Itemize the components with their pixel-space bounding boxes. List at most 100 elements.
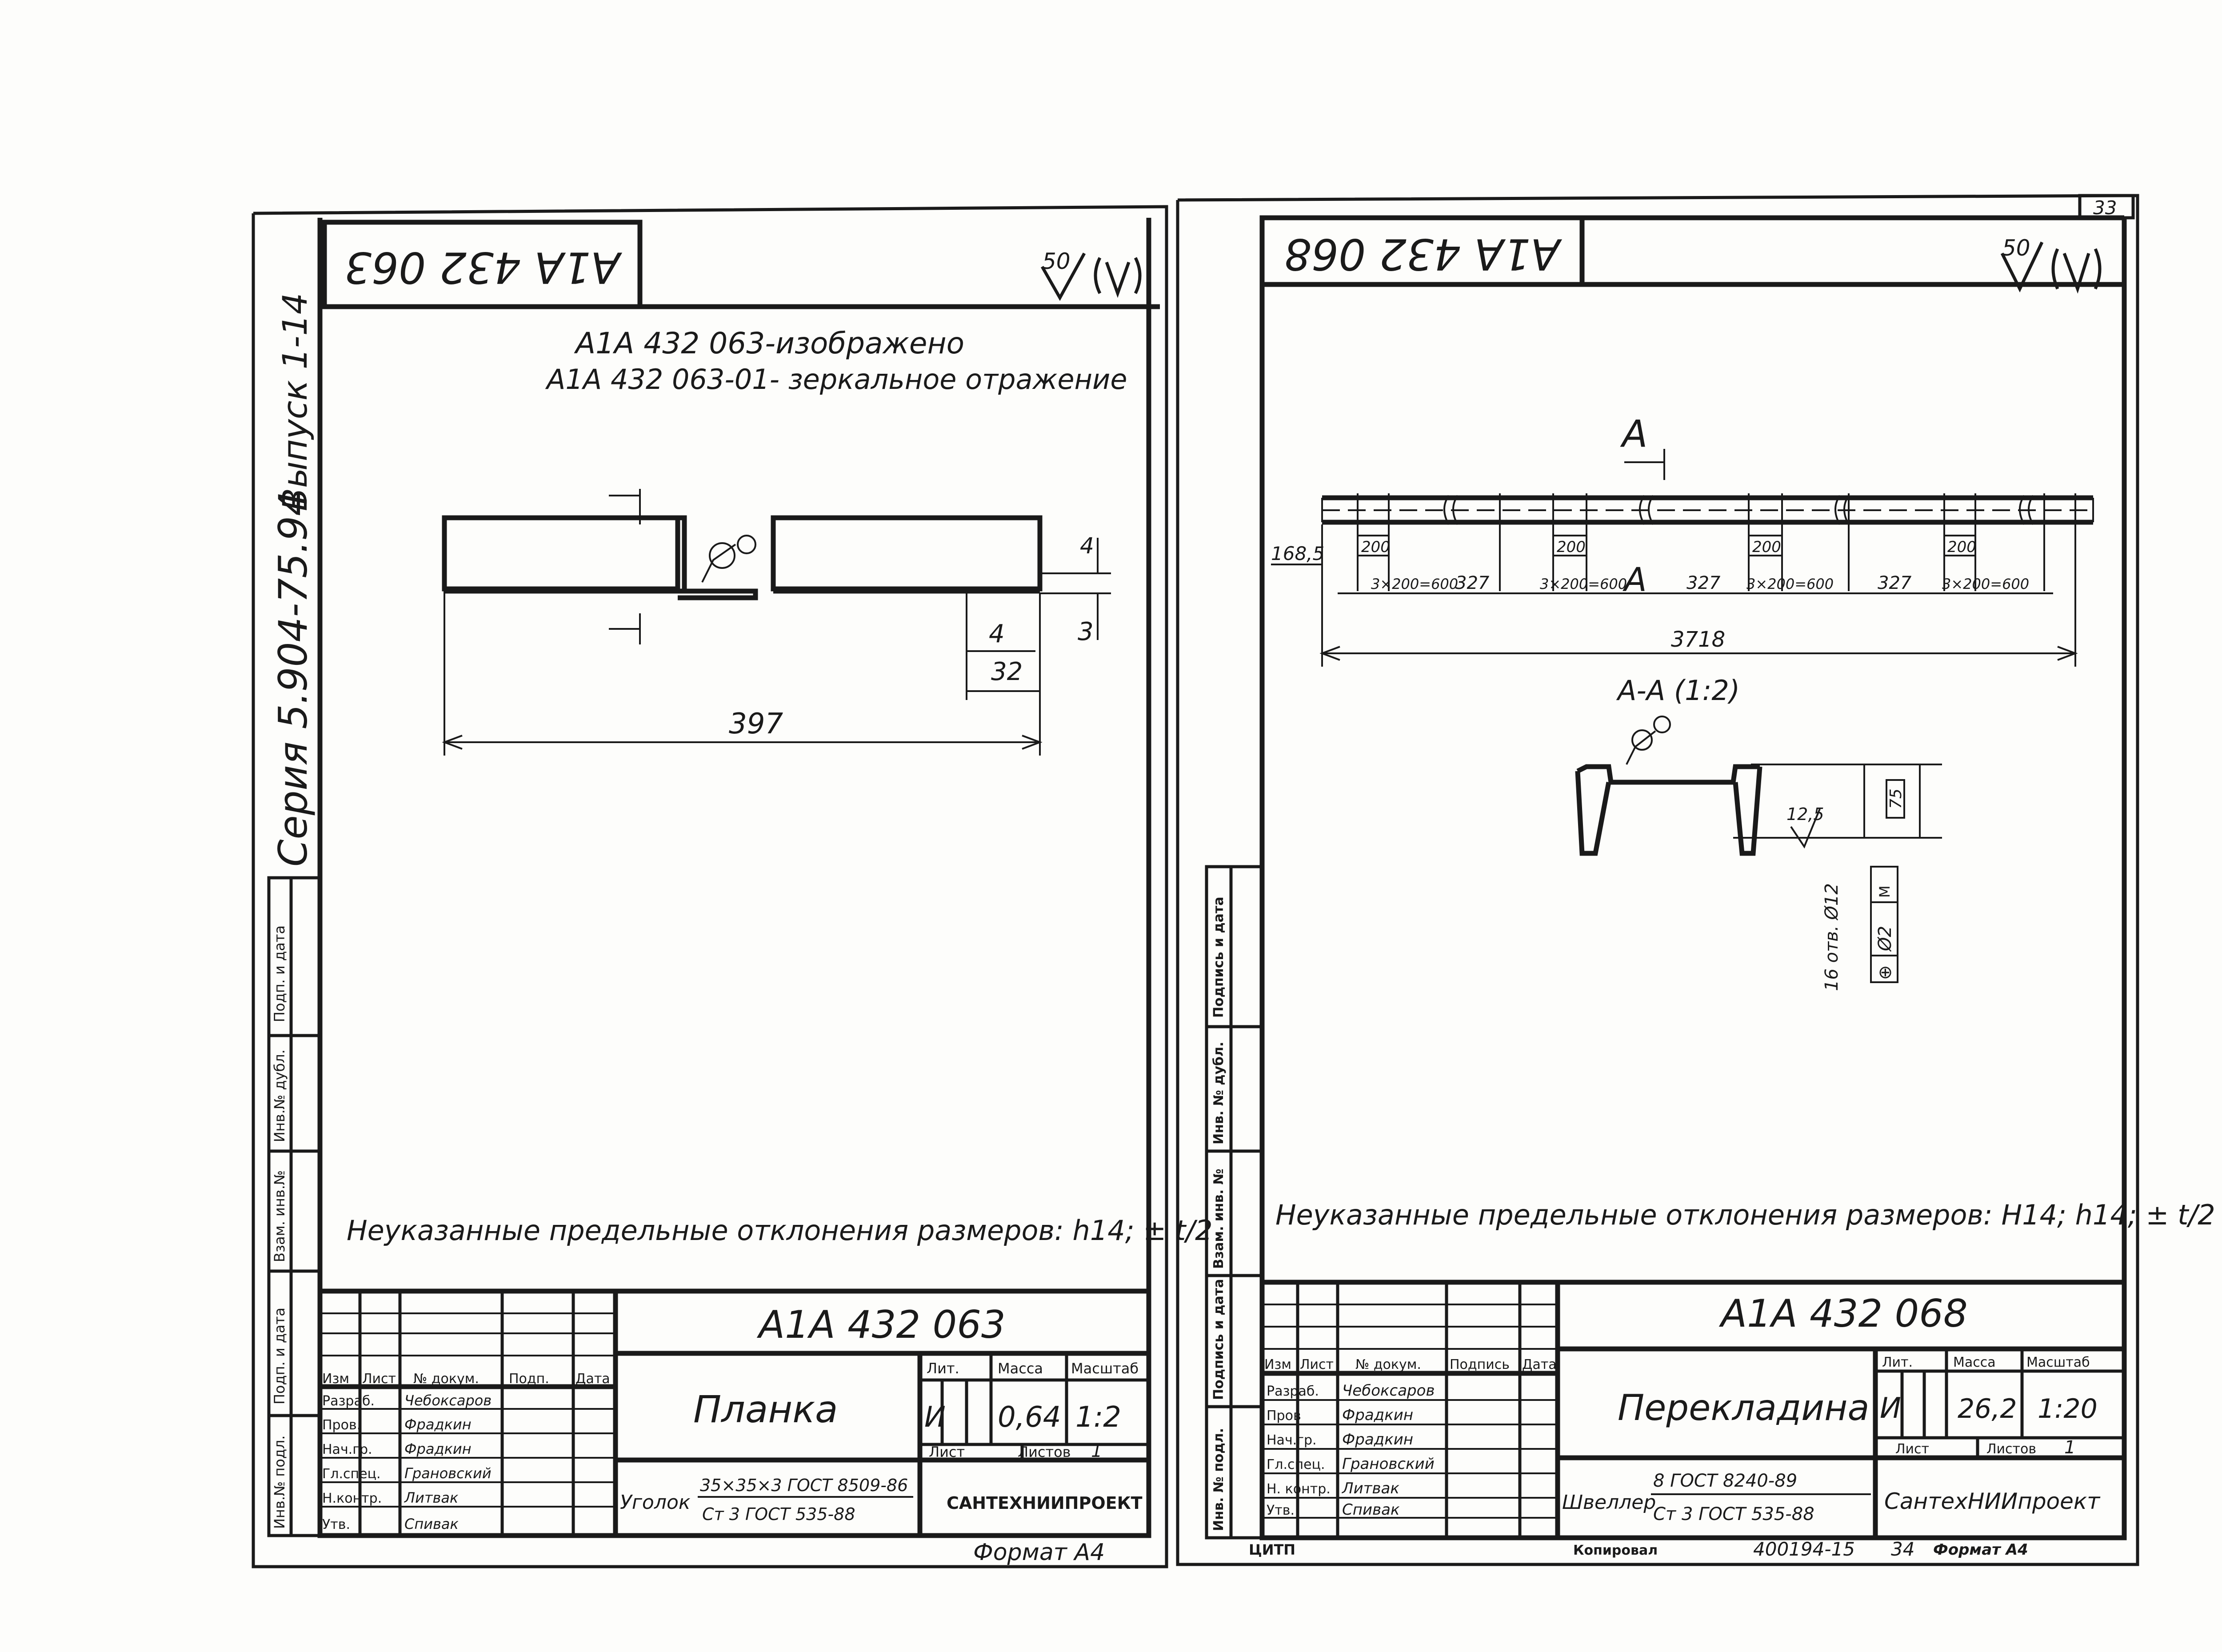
right-spacing-dims: 3×200=600 327 3×200=600 А 327 3×200=600 … <box>1371 561 2029 599</box>
svg-text:Листов: Листов <box>1986 1441 2036 1457</box>
svg-text:Гл.спец.: Гл.спец. <box>1267 1457 1325 1472</box>
svg-text:И: И <box>1880 1392 1901 1425</box>
svg-text:327: 327 <box>1455 573 1490 593</box>
svg-text:50: 50 <box>2002 235 2030 261</box>
left-tolerance-note: Неуказанные предельные отклонения размер… <box>347 1214 1213 1247</box>
left-dim-c: 3 <box>1078 617 1094 646</box>
svg-text:3×200=600: 3×200=600 <box>1746 576 1834 592</box>
svg-text:Пров.: Пров. <box>322 1417 361 1433</box>
svg-text:Грановский: Грановский <box>404 1465 492 1482</box>
left-part-drawing: 4 4 3 32 397 <box>442 489 1111 756</box>
svg-text:16 отв. Ø12: 16 отв. Ø12 <box>1822 883 1842 991</box>
svg-text:Спивак: Спивак <box>404 1516 459 1532</box>
svg-text:Фрадкин: Фрадкин <box>404 1440 472 1457</box>
svg-text:327: 327 <box>1686 573 1721 593</box>
svg-text:ЦИТП: ЦИТП <box>1249 1541 1295 1558</box>
svg-text:1:2: 1:2 <box>1075 1401 1121 1434</box>
svg-text:3×200=600: 3×200=600 <box>1371 576 1458 592</box>
svg-text:Пров: Пров <box>1267 1408 1301 1424</box>
right-stamp: А1А 432 068 <box>1284 229 1563 279</box>
svg-text:Подпись и дата: Подпись и дата <box>1211 897 1227 1018</box>
right-tolerance-note: Неуказанные предельные отклонения размер… <box>1275 1199 2215 1231</box>
left-format: Формат А4 <box>973 1539 1105 1566</box>
svg-text:Н.контр.: Н.контр. <box>322 1491 382 1506</box>
issue-code: Выпуск 1-14 <box>275 293 315 511</box>
left-org: САНТЕХНИИПРОЕКТ <box>947 1493 1143 1513</box>
svg-text:50: 50 <box>1042 248 1071 274</box>
svg-text:400194-15: 400194-15 <box>1753 1538 1855 1560</box>
svg-text:Масштаб: Масштаб <box>1071 1360 1139 1377</box>
svg-text:Литвак: Литвак <box>404 1489 459 1506</box>
svg-text:Нач.гр.: Нач.гр. <box>1267 1432 1317 1448</box>
svg-text:Спивак: Спивак <box>1342 1501 1400 1519</box>
svg-text:Инв. № дубл.: Инв. № дубл. <box>1211 1042 1227 1144</box>
svg-text:Литвак: Литвак <box>1341 1480 1399 1497</box>
svg-text:Ст 3 ГОСТ 535-88: Ст 3 ГОСТ 535-88 <box>702 1504 855 1524</box>
svg-text:⊕: ⊕ <box>1875 965 1895 980</box>
left-sheet: А1А 432 063 50 А1А 432 063-изображено А1… <box>252 205 1213 1568</box>
right-title-name: Перекладина <box>1618 1387 1869 1428</box>
svg-text:3×200=600: 3×200=600 <box>1540 576 1627 592</box>
left-dim-total: 397 <box>729 708 783 740</box>
svg-text:№ докум.: № докум. <box>1355 1357 1421 1372</box>
right-footer: ЦИТП Копировал 400194-15 34 Формат А4 <box>1249 1538 2028 1560</box>
svg-text:Фрадкин: Фрадкин <box>1342 1431 1413 1448</box>
svg-text:Н. контр.: Н. контр. <box>1267 1481 1331 1497</box>
svg-text:№ докум.: № докум. <box>413 1371 479 1387</box>
svg-text:200: 200 <box>1361 538 1390 556</box>
svg-text:Инв. № подл.: Инв. № подл. <box>1211 1428 1227 1531</box>
svg-text:Листов: Листов <box>1018 1444 1071 1460</box>
svg-text:Инв.№ дубл.: Инв.№ дубл. <box>271 1049 288 1142</box>
svg-text:200: 200 <box>1752 538 1781 556</box>
svg-text:200: 200 <box>1947 538 1976 556</box>
svg-text:Уголок: Уголок <box>620 1491 691 1514</box>
svg-text:1: 1 <box>2064 1437 2075 1458</box>
svg-text:Утв.: Утв. <box>1267 1503 1295 1518</box>
right-org: СантехНИИпроект <box>1884 1488 2101 1514</box>
svg-text:Лит.: Лит. <box>1882 1355 1913 1370</box>
svg-text:Ø2: Ø2 <box>1875 926 1895 952</box>
svg-text:M: M <box>1876 885 1893 898</box>
svg-text:Взам. инв.№: Взам. инв.№ <box>271 1170 288 1262</box>
svg-text:Копировал: Копировал <box>1573 1543 1658 1558</box>
svg-text:327: 327 <box>1878 573 1912 593</box>
svg-text:Подпись: Подпись <box>1450 1357 1510 1372</box>
svg-text:Изм: Изм <box>1264 1357 1291 1372</box>
svg-text:26,2: 26,2 <box>1958 1393 2017 1424</box>
series-code: Серия 5.904-75.94 <box>270 491 316 867</box>
section-label: А-А (1:2) <box>1616 674 1740 707</box>
left-stamp: А1А 432 063 <box>344 243 623 292</box>
sheet-top-number: 33 <box>2093 197 2117 219</box>
svg-text:0,64: 0,64 <box>998 1401 1061 1434</box>
svg-text:200: 200 <box>1557 538 1586 556</box>
right-title-block: Изм Лист № докум. Подпись Дата Разраб. П… <box>1259 1280 2127 1540</box>
svg-text:8 ГОСТ 8240-89: 8 ГОСТ 8240-89 <box>1653 1471 1797 1491</box>
section-mark-top: А <box>1620 412 1647 456</box>
channel-section: 75 12,5 16 отв. Ø12 ⊕ Ø2 M <box>1575 716 1942 991</box>
right-sheet: 33 А1А 432 068 50 А <box>1176 194 2215 1566</box>
right-dim-total: 3718 <box>1671 627 1725 652</box>
svg-text:Инв.№ подл.: Инв.№ подл. <box>271 1435 288 1529</box>
svg-text:Чебоксаров: Чебоксаров <box>404 1392 492 1409</box>
svg-text:Ст 3 ГОСТ 535-88: Ст 3 ГОСТ 535-88 <box>1653 1504 1814 1524</box>
svg-text:1:20: 1:20 <box>2038 1393 2098 1424</box>
right-roughness-symbol: 50 <box>2000 235 2102 294</box>
svg-text:Чебоксаров: Чебоксаров <box>1342 1382 1435 1400</box>
left-line1: А1А 432 063-изображено <box>574 326 964 360</box>
left-title-name: Планка <box>693 1388 838 1431</box>
svg-text:1: 1 <box>1091 1441 1102 1461</box>
svg-text:Утв.: Утв. <box>322 1517 350 1532</box>
left-roughness-symbol: 50 <box>1040 248 1142 301</box>
svg-text:Подп. и дата: Подп. и дата <box>271 925 288 1022</box>
left-dim-b: 32 <box>991 657 1023 686</box>
svg-text:Масса: Масса <box>1953 1355 1996 1370</box>
right-boxed-dims: 200 200 200 200 <box>1357 535 1976 556</box>
svg-text:34: 34 <box>1891 1538 1914 1560</box>
svg-text:Дата: Дата <box>1522 1357 1557 1372</box>
svg-text:Фрадкин: Фрадкин <box>1342 1406 1413 1424</box>
left-title-block: Изм Лист № докум. Подп. Дата Разраб. Про… <box>317 1288 1151 1538</box>
svg-text:Грановский: Грановский <box>1342 1455 1435 1473</box>
svg-text:И: И <box>924 1401 946 1434</box>
left-line2: А1А 432 063-01- зеркальное отражение <box>545 363 1127 396</box>
